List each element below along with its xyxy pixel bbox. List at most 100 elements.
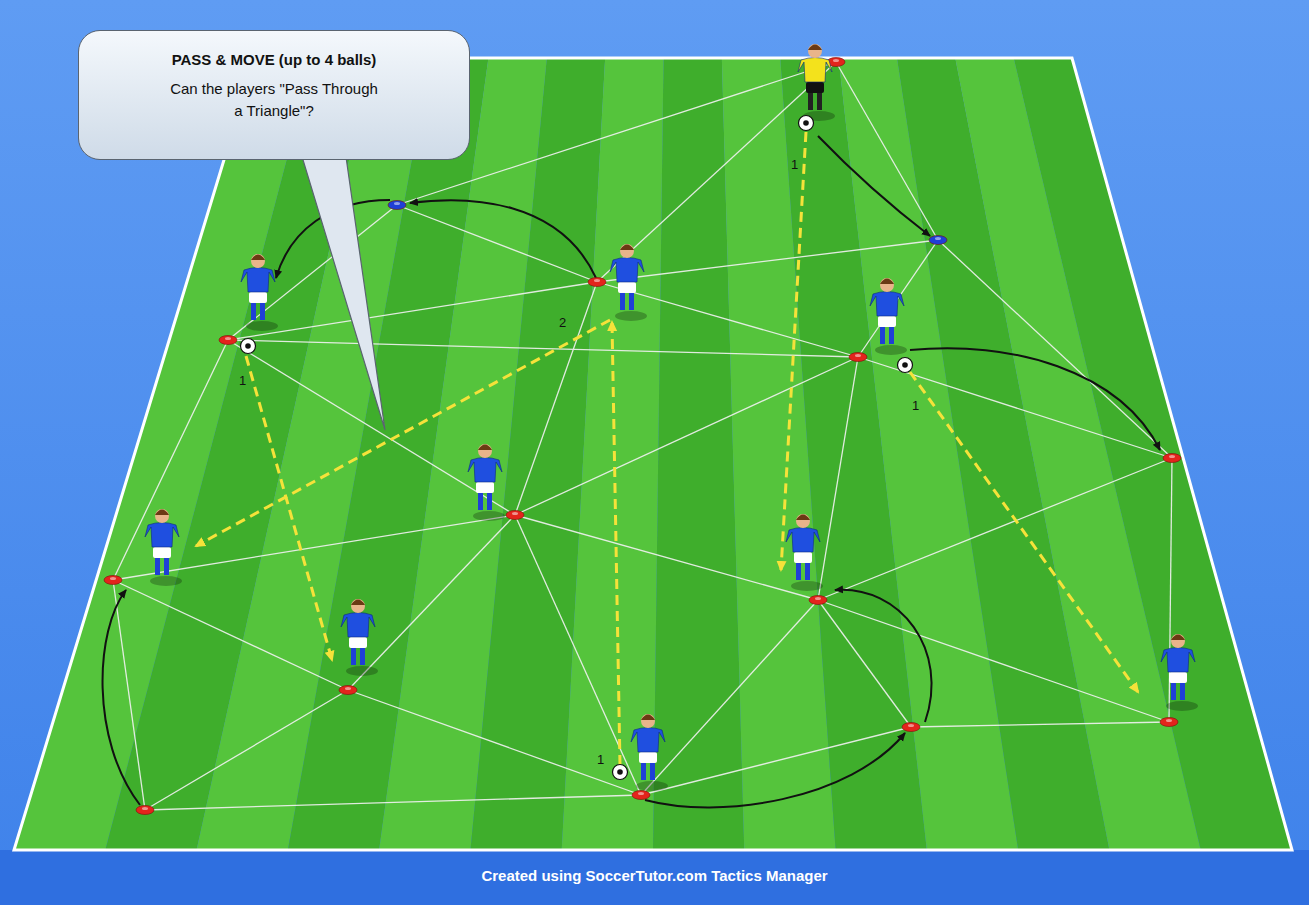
triangle-line (397, 205, 597, 282)
player-figure (341, 599, 378, 676)
triangle-line (858, 357, 1172, 458)
cone (849, 353, 867, 362)
triangle-line (515, 357, 858, 515)
player-shadow (1166, 701, 1198, 711)
player-leg (889, 326, 894, 344)
cone-top (855, 354, 861, 357)
callout-body: Can the players "Pass Through a Triangle… (169, 78, 379, 122)
player-head (251, 254, 265, 268)
pass-arrows (196, 132, 1138, 765)
player-head (880, 278, 894, 292)
player-leg (260, 302, 265, 320)
ball-patch (245, 343, 251, 349)
cone-top (815, 597, 821, 600)
triangle-line (836, 62, 938, 240)
player-shirt (610, 258, 644, 283)
triangle-line (113, 580, 145, 810)
player-leg (251, 302, 256, 320)
cone (809, 596, 827, 605)
player-hair (808, 45, 822, 51)
player-figure (241, 254, 278, 331)
cone (632, 791, 650, 800)
player-leg (880, 326, 885, 344)
player-head (478, 444, 492, 458)
coach-figure (798, 44, 835, 121)
callout-number: 1 (239, 374, 246, 387)
cone-top (225, 337, 231, 340)
player-figure (610, 244, 647, 321)
cone-top (638, 792, 644, 795)
player-leg (641, 762, 646, 780)
triangle-line (145, 690, 348, 810)
player-shorts (806, 82, 824, 93)
ball (241, 339, 256, 354)
cone-top (345, 687, 351, 690)
player-hair (1171, 635, 1185, 641)
player-shorts (794, 552, 812, 563)
player-leg (164, 557, 169, 575)
triangle-line (145, 795, 641, 810)
player-shorts (1169, 672, 1187, 683)
ball-patch (803, 120, 809, 126)
callout-number: 1 (912, 399, 919, 412)
ball (898, 358, 913, 373)
player-head (796, 514, 810, 528)
callout-heading: PASS & MOVE (up to 4 balls) (79, 51, 469, 68)
player-shadow (615, 311, 647, 321)
cone-top (1166, 719, 1172, 722)
player-figure (631, 714, 668, 791)
caption: Created using SoccerTutor.com Tactics Ma… (0, 852, 1309, 905)
player-shirt (631, 728, 665, 753)
triangle-line (641, 727, 911, 795)
triangle-line (348, 515, 515, 690)
cone-top (110, 577, 116, 580)
player-shadow (636, 781, 668, 791)
triangle-line (858, 240, 938, 357)
pitch-stripe (1014, 58, 1292, 850)
player-hair (251, 255, 265, 261)
triangle-line (818, 458, 1172, 600)
callout-number: 2 (559, 316, 566, 329)
player-head (1171, 634, 1185, 648)
pitch-stripes (14, 58, 1292, 850)
player-hair (351, 600, 365, 606)
cone-top (512, 512, 518, 515)
ball (799, 116, 814, 131)
triangle-line (348, 690, 641, 795)
footer-bar (0, 850, 1309, 905)
player-shorts (349, 637, 367, 648)
movement-arrows (103, 136, 1160, 807)
player-shirt (145, 523, 179, 548)
triangle-line (641, 600, 818, 795)
cone (1163, 454, 1181, 463)
triangle-line (113, 340, 228, 580)
player-shirt (341, 613, 375, 638)
player-hair (155, 510, 169, 516)
player-leg (155, 557, 160, 575)
callout-box: PASS & MOVE (up to 4 balls) Can the playe… (78, 30, 470, 160)
triangle-line (515, 515, 818, 600)
player-shorts (639, 752, 657, 763)
ball-patch (902, 362, 908, 368)
player-figure (145, 509, 182, 586)
player-head (351, 599, 365, 613)
player-shirt (786, 528, 820, 553)
player-hair (478, 445, 492, 451)
player-shorts (878, 316, 896, 327)
player-figure (870, 278, 907, 355)
cone (219, 336, 237, 345)
triangle-lines (113, 62, 1172, 810)
cone-top (935, 237, 941, 240)
cone (104, 576, 122, 585)
player-head (808, 44, 822, 58)
player-leg (808, 92, 813, 110)
player-figure (786, 514, 823, 591)
pitch-border (14, 58, 1292, 850)
player-leg (817, 92, 822, 110)
player-shadow (875, 345, 907, 355)
player-shadow (246, 321, 278, 331)
cone (339, 686, 357, 695)
cone-top (394, 202, 400, 205)
ball-patch (617, 769, 623, 775)
